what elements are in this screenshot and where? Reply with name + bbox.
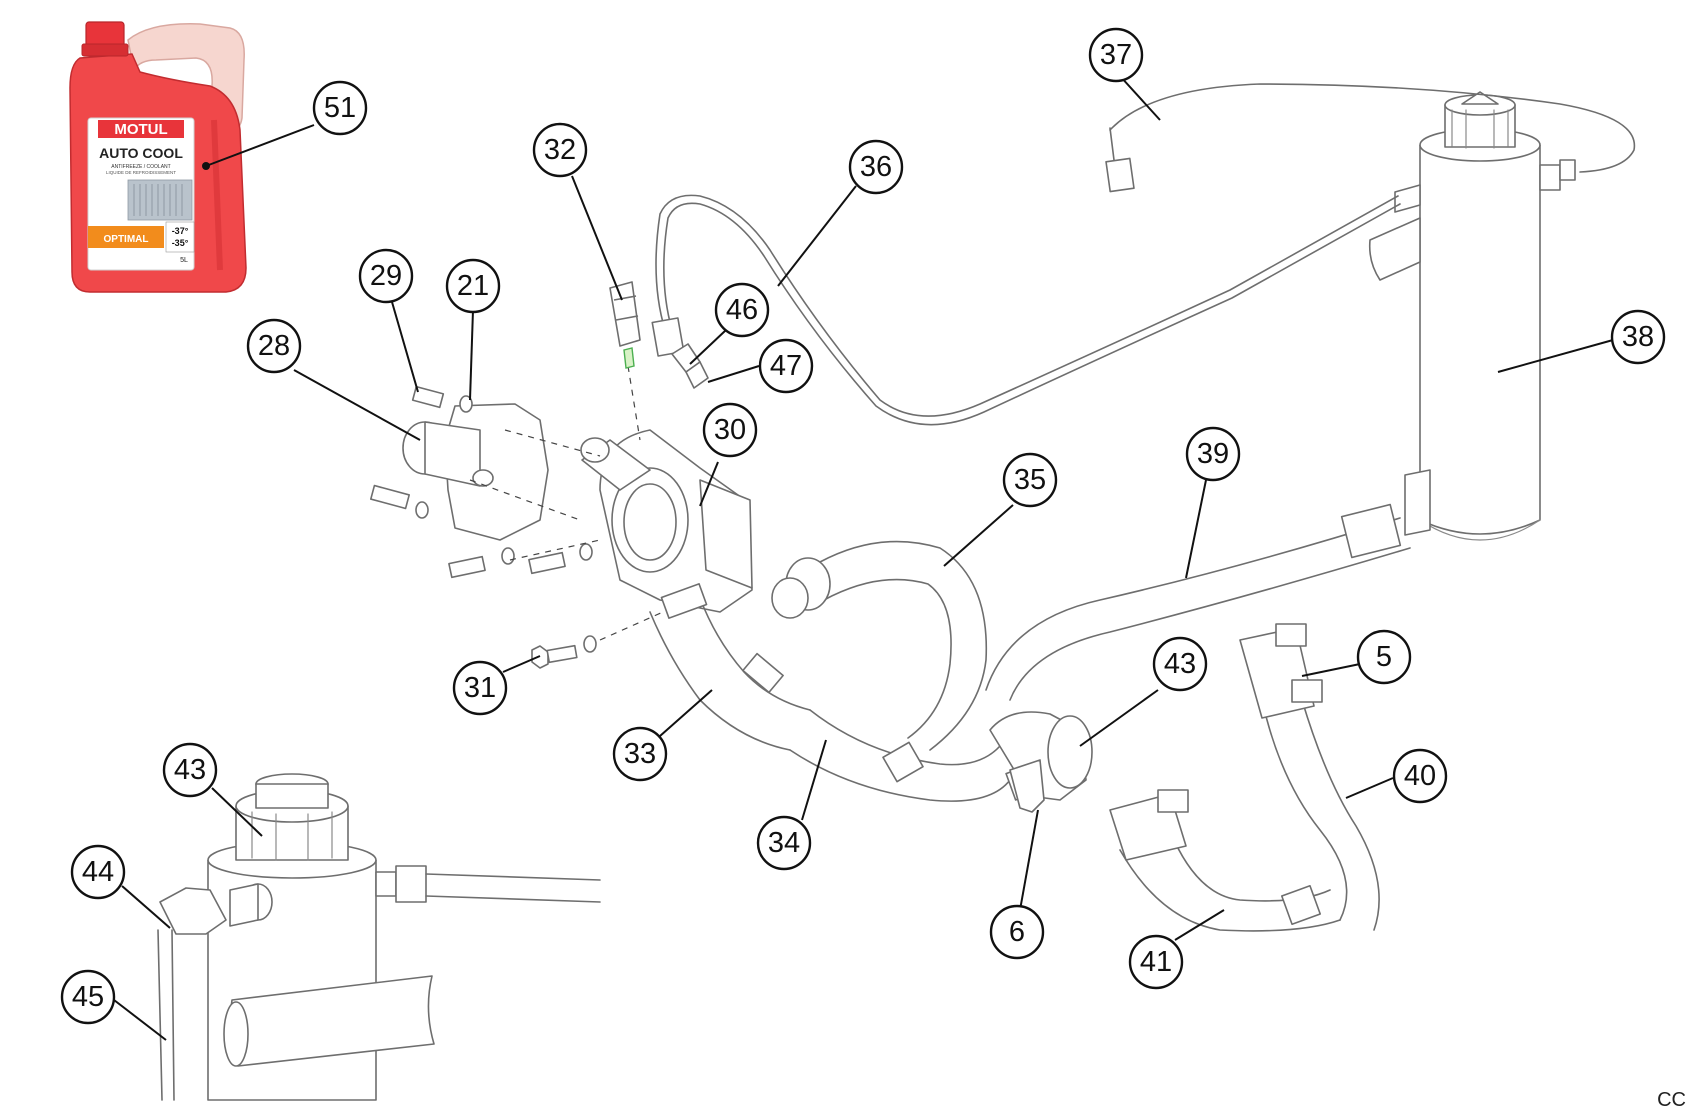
callouts: 51 32 36 37 29 21 28 46 47 30 38 39 35 5… <box>60 27 1666 1025</box>
svg-text:43: 43 <box>174 754 206 786</box>
bottle-radiator-image <box>127 179 193 221</box>
callout-21: 21 <box>445 258 501 314</box>
bolt-31 <box>531 635 597 669</box>
svg-text:30: 30 <box>714 414 746 446</box>
callout-33: 33 <box>612 726 668 782</box>
svg-text:21: 21 <box>457 270 489 302</box>
hose-34 <box>789 749 1011 802</box>
hose-40 <box>1239 623 1380 931</box>
svg-text:41: 41 <box>1140 946 1172 978</box>
bottle-temp2: -35° <box>172 238 189 248</box>
callout-6: 6 <box>989 904 1045 960</box>
callout-51: 51 <box>312 80 368 136</box>
sensor-hose-36 <box>655 194 1399 417</box>
callout-35: 35 <box>1002 452 1058 508</box>
bolt-29 <box>411 385 473 413</box>
bottle-grade: OPTIMAL <box>104 234 149 245</box>
bottle-temp1: -37° <box>172 226 189 236</box>
callout-36: 36 <box>848 139 904 195</box>
callout-43: 43 <box>1152 636 1208 692</box>
tank-body <box>1419 145 1541 535</box>
hose-39 <box>985 517 1401 691</box>
svg-text:34: 34 <box>768 827 800 859</box>
svg-text:33: 33 <box>624 738 656 770</box>
svg-text:43: 43 <box>1164 648 1196 680</box>
temp-sensor-32 <box>609 281 641 369</box>
svg-text:51: 51 <box>324 92 356 124</box>
hose-41 <box>1109 789 1341 932</box>
hose-35 <box>819 540 988 751</box>
inset-tank-closeup <box>157 773 601 1101</box>
callout-39: 39 <box>1185 426 1241 482</box>
callout-37: 37 <box>1088 27 1144 83</box>
svg-text:31: 31 <box>464 672 496 704</box>
callout-5: 5 <box>1356 629 1412 685</box>
svg-text:47: 47 <box>770 350 802 382</box>
svg-text:36: 36 <box>860 151 892 183</box>
svg-text:40: 40 <box>1404 760 1436 792</box>
callout-38: 38 <box>1610 309 1666 365</box>
vent-hose-37 <box>1109 83 1636 173</box>
thermostat-housing-30 <box>580 429 753 613</box>
tank-cap <box>1444 91 1516 149</box>
svg-text:39: 39 <box>1197 438 1229 470</box>
svg-text:29: 29 <box>370 260 402 292</box>
svg-text:32: 32 <box>544 134 576 166</box>
svg-text:38: 38 <box>1622 321 1654 353</box>
svg-text:6: 6 <box>1009 916 1025 948</box>
svg-text:37: 37 <box>1100 39 1132 71</box>
inset-hose-45 <box>157 929 163 1101</box>
coolant-bottle: MOTUL AUTO COOL ANTIFREEZE / COOLANT LIQ… <box>69 21 247 293</box>
bottle-volume: 5L <box>180 257 188 264</box>
svg-text:28: 28 <box>258 330 290 362</box>
thermostat-cover-28 <box>402 403 549 541</box>
tank-bracket <box>1368 217 1421 281</box>
callout-43-inset: 43 <box>162 742 218 798</box>
callout-32: 32 <box>532 122 588 178</box>
svg-text:35: 35 <box>1014 464 1046 496</box>
callout-46: 46 <box>714 282 770 338</box>
callout-47: 47 <box>758 338 814 394</box>
leader-lines <box>113 75 1614 1041</box>
bottle-subtitle: ANTIFREEZE / COOLANT <box>111 164 170 170</box>
callout-30: 30 <box>702 402 758 458</box>
callout-44: 44 <box>70 844 126 900</box>
corner-mark: CC <box>1657 1089 1686 1111</box>
svg-text:45: 45 <box>72 981 104 1013</box>
callout-45: 45 <box>60 969 116 1025</box>
svg-text:44: 44 <box>82 856 114 888</box>
callout-28: 28 <box>246 318 302 374</box>
bolts-lower <box>370 484 593 579</box>
callout-31: 31 <box>452 660 508 716</box>
callout-34: 34 <box>756 815 812 871</box>
bottle-brand: MOTUL <box>114 121 167 138</box>
bottle-subtitle2: LIQUIDE DE REFROIDISSEMENT <box>106 170 176 175</box>
fitting-46-47 <box>671 343 709 389</box>
callout-29: 29 <box>358 248 414 304</box>
bottle-product: AUTO COOL <box>99 145 183 161</box>
expansion-tank <box>1368 91 1576 541</box>
callout-40: 40 <box>1392 748 1448 804</box>
svg-text:46: 46 <box>726 294 758 326</box>
svg-text:5: 5 <box>1376 641 1392 673</box>
callout-41: 41 <box>1128 934 1184 990</box>
